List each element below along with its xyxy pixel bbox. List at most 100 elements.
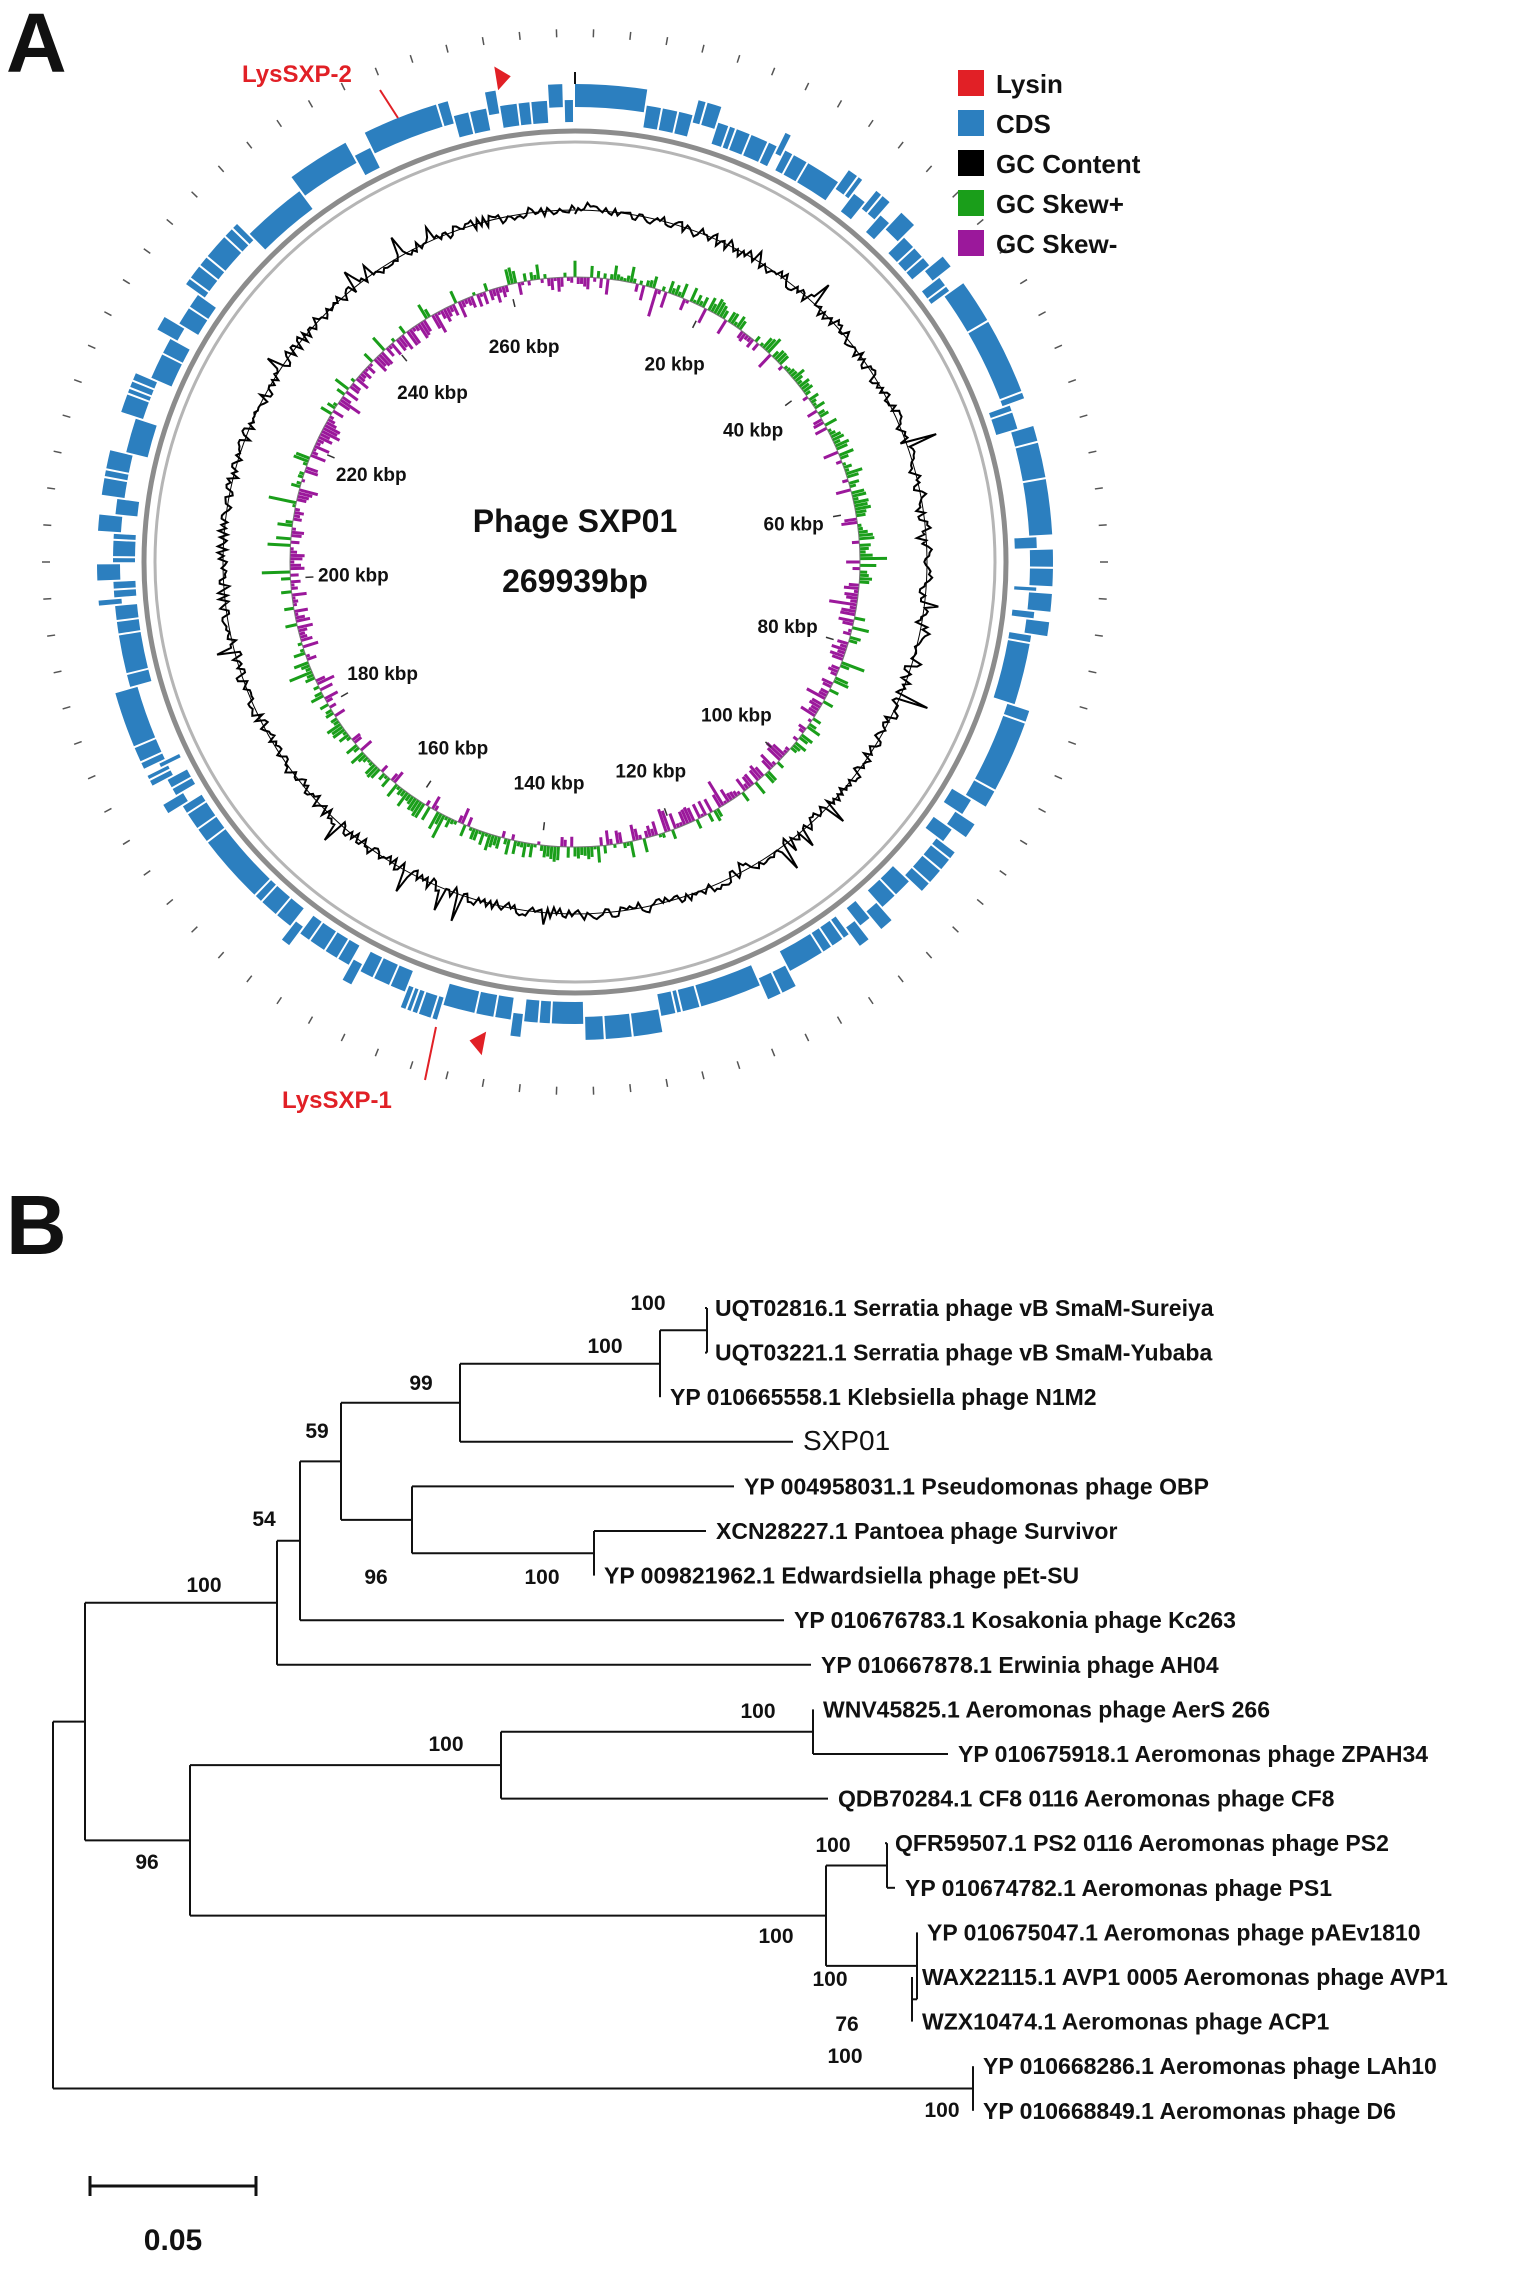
gc-skew-bar xyxy=(406,330,419,346)
bootstrap-value: 100 xyxy=(524,1566,559,1589)
gc-skew-bar xyxy=(785,367,792,373)
cds-54 xyxy=(905,868,929,891)
kbp-tick xyxy=(542,822,546,831)
gc-skew-bar xyxy=(370,768,381,779)
gc-skew-bar xyxy=(414,324,421,332)
gc-skew-bar xyxy=(858,536,875,541)
gc-skew-bar xyxy=(556,846,560,861)
cds-49 xyxy=(947,811,975,838)
cds-17 xyxy=(840,193,865,220)
gc-skew-bar xyxy=(736,330,744,339)
tree-leaf-label: SXP01 xyxy=(803,1425,890,1456)
gc-skew-bar xyxy=(759,342,765,347)
cds-148 xyxy=(470,108,491,134)
gc-skew-bar xyxy=(842,462,847,466)
outer-tick xyxy=(1098,597,1107,600)
outer-tick xyxy=(217,165,225,173)
cds-152 xyxy=(531,100,549,124)
legend-item-cds: CDS xyxy=(958,109,1051,139)
gc-skew-bar xyxy=(484,832,489,837)
gc-skew-bar xyxy=(526,842,531,848)
outer-tick xyxy=(53,670,62,674)
kbp-tick-label: 60 kbp xyxy=(764,515,824,536)
gc-skew-bar xyxy=(463,298,469,305)
gc-skew-bar xyxy=(261,570,291,575)
gc-skew-bar xyxy=(319,703,329,711)
cds-121 xyxy=(98,514,123,533)
panel-b: B UQT02816.1 Serratia phage vB SmaM-Sure… xyxy=(6,1178,1448,2257)
kbp-tick xyxy=(832,514,842,518)
gc-skew-bar xyxy=(483,833,492,851)
cds-51 xyxy=(932,838,955,859)
gc-skew-bar xyxy=(790,370,798,378)
gc-skew-bar xyxy=(735,315,746,329)
gc-skew-bar xyxy=(324,423,341,435)
legend-label-gc-skew-pos: GC Skew+ xyxy=(996,189,1124,219)
outer-tick xyxy=(73,378,82,384)
lysin-callout-2-label: LysSXP-2 xyxy=(242,61,352,88)
gc-skew-bar xyxy=(431,814,446,839)
gc-skew-bar xyxy=(434,812,443,825)
gc-skew-bar xyxy=(604,830,610,846)
gc-skew-bar xyxy=(831,643,847,652)
gc-skew-bar xyxy=(819,410,830,418)
bootstrap-value: 100 xyxy=(428,1733,463,1756)
cds-119 xyxy=(113,540,136,557)
gc-skew-bar xyxy=(814,426,828,436)
gc-skew-bar xyxy=(448,305,455,313)
gc-skew-bar xyxy=(398,336,409,348)
gc-skew-bar xyxy=(849,635,862,642)
cds-126 xyxy=(126,418,157,458)
lysin-callout-1: LysSXP-1 xyxy=(282,1026,437,1114)
gc-skew-bar xyxy=(527,280,532,286)
gc-skew-bar xyxy=(329,415,335,421)
gc-skew-bar xyxy=(294,511,305,516)
legend-swatch-gc-skew-neg xyxy=(958,230,984,256)
gc-skew-bar xyxy=(851,540,860,545)
cds-104 xyxy=(150,770,173,786)
gc-skew-bar xyxy=(697,800,708,816)
bootstrap-value: 100 xyxy=(630,1292,665,1315)
cds-57 xyxy=(866,902,892,929)
cds-34 xyxy=(1015,442,1046,482)
gc-skew-bar xyxy=(539,844,544,852)
gc-skew-bar xyxy=(723,800,728,805)
gc-skew-bar xyxy=(730,313,740,325)
cds-153 xyxy=(548,84,563,108)
gc-skew-bar xyxy=(626,275,631,283)
gc-skew-bar xyxy=(318,435,333,445)
cds-97 xyxy=(207,829,270,895)
gc-skew-bar xyxy=(648,279,654,288)
gc-skew-bar xyxy=(844,517,857,523)
gc-skew-bar xyxy=(316,438,325,445)
cds-1 xyxy=(643,105,661,130)
outer-tick xyxy=(87,774,96,780)
cds-125 xyxy=(106,450,133,473)
cds-111 xyxy=(118,632,148,674)
gc-skew-bar xyxy=(732,790,739,798)
outer-tick xyxy=(867,996,874,1005)
gc-skew-bar xyxy=(639,280,644,286)
gc-skew-bar xyxy=(434,312,448,333)
gc-skew-bar xyxy=(761,759,772,771)
gc-skew-bar xyxy=(721,310,730,320)
gc-skew-bar xyxy=(632,278,637,284)
gc-skew-bar xyxy=(371,336,386,352)
outer-tick xyxy=(73,740,82,746)
cds-44 xyxy=(993,640,1030,705)
tree-leaf-label: YP 010675918.1 Aeromonas phage ZPAH34 xyxy=(958,1741,1428,1767)
cds-105 xyxy=(147,765,170,780)
gc-skew-bar xyxy=(716,301,727,316)
gc-skew-bar xyxy=(855,512,866,518)
gc-skew-bar xyxy=(831,654,844,661)
gc-skew-bar xyxy=(431,796,441,810)
cds-124 xyxy=(104,470,129,481)
cds-96 xyxy=(255,880,276,901)
gc-skew-bar xyxy=(782,749,788,754)
bootstrap-value: 99 xyxy=(409,1372,432,1395)
gc-skew-bar xyxy=(817,408,826,416)
outer-tick xyxy=(1054,344,1063,350)
gc-skew-bar xyxy=(634,283,639,293)
